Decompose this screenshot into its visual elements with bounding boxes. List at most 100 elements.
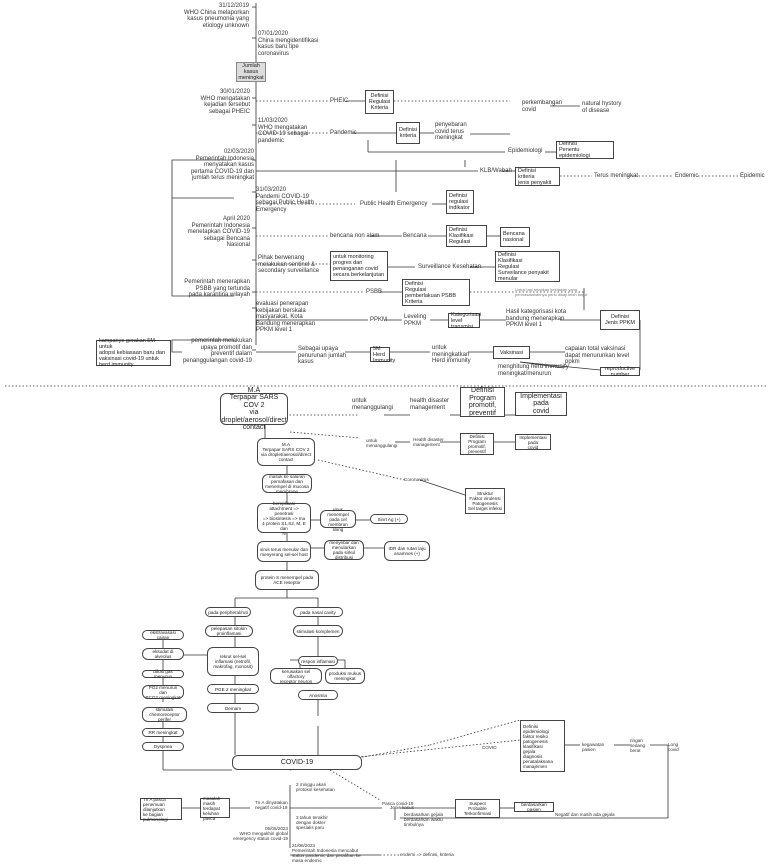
masalah-box: masalah masih terdapat keluhan pasca bbox=[200, 796, 230, 821]
event-psbb: Pemerintah menerapkan PSBB yang tertunda… bbox=[184, 279, 250, 298]
virus-menempel-box: virus menempel pada cel membran lining bbox=[320, 507, 356, 532]
event-dokter: 3 tahun terakhir dengan dokter spesialis… bbox=[296, 815, 328, 830]
label-meningkatkan: untuk meningkatkan Herd immunity bbox=[432, 345, 471, 364]
label-epidemiologi: Epidemiologi bbox=[508, 148, 543, 154]
label-coronavirus: Coronavirus bbox=[404, 477, 429, 482]
def-jenis-ppkm-box: Definisi Jenis PPKM bbox=[600, 310, 640, 330]
label-negatif: Negatif dan masih ada gejala bbox=[555, 812, 615, 817]
label-upaya: Sebagai upaya penurunan jumlah kasus bbox=[298, 346, 347, 365]
label-long-covid: Long covid bbox=[668, 742, 679, 752]
fivem-box: 5M Herd Immunity bbox=[370, 346, 395, 364]
pco2-box: PO2 menurun dan PCO2 meningkat bbox=[142, 685, 184, 700]
label-natural-history: natural hystory of disease bbox=[582, 101, 622, 114]
def-regulasi-kriteria-box: Definisi Regulasi Kriteria bbox=[365, 90, 394, 114]
pge2-box: PGE 2 meningkat bbox=[207, 684, 259, 694]
difusi-box: difusi gas menurun bbox=[142, 669, 184, 679]
stimulasi-kemo-box: stimulasi chemoreceptor perifer bbox=[142, 707, 187, 722]
event-surveillance: Pihak berwenang melakukan sentinel & sec… bbox=[258, 255, 320, 274]
def-klasifikasi-surv-box: Definisi Klasifikasi Regulasi Surveilanc… bbox=[495, 251, 560, 282]
def-epid-box: Definisi epidemiologi faktor resiko pato… bbox=[520, 720, 565, 772]
event-2019-12-31: 31/12/2019 WHO China melaporkan kasus pn… bbox=[183, 3, 249, 29]
label-surveillance: Surveillance Kesehatan bbox=[418, 264, 482, 270]
endemi-note: endemi => definisi, kriteria bbox=[400, 852, 454, 857]
label-hasil-kategorisasi: Hasil kategorisasi kota bandung menerapk… bbox=[506, 309, 567, 328]
event-2020-01-07: 07/01/2020 China mengidentifikasi kasus … bbox=[258, 31, 319, 57]
event-ppkm: evaluasi penerapan kebijakan berskala ma… bbox=[256, 301, 316, 333]
def-program-box-2: Definisi Program promotif, preventif bbox=[460, 433, 494, 455]
label-penyebaran: penyebaran covid terus meningkat bbox=[435, 122, 467, 141]
label-pasca-covid: Pasca covid-19 bbox=[382, 801, 414, 806]
event-promotif: pemerintah melakukan upaya promotif dan … bbox=[182, 338, 252, 364]
stimulasi-box: stimulasi komplemen bbox=[293, 625, 343, 637]
label-klb: KLB/Wabah bbox=[480, 168, 512, 174]
demam-box: Demam bbox=[207, 703, 259, 713]
label-health-disaster: health disaster management bbox=[410, 398, 450, 411]
event-2023-06-21: 21/06/2023 Pemerintah Indonesia mencabut… bbox=[292, 843, 361, 863]
ekstravasasi-box: ekstravasasi cairan bbox=[142, 630, 184, 640]
label-capaian: capaian total vaksinasi dapat menurunkan… bbox=[565, 346, 630, 365]
label-phe: Public Health Emergency bbox=[360, 201, 428, 207]
label-tn-a-dinyatakan: Tn A dinyatakan negatif covid-19 bbox=[255, 800, 288, 810]
label-kegawatan: kegawatan pasien bbox=[582, 742, 605, 752]
bereplikasi-box: bereplikasi attachment => penetrasi => b… bbox=[257, 501, 311, 536]
mia-box-1: M.A Terpapar SARS COV 2 via droplet/aero… bbox=[220, 386, 288, 431]
def-klasifikasi-box: Definisi Klasifikasi Regulasi bbox=[446, 225, 487, 247]
label-untuk-menanggulangi-2: untuk menanggulangi bbox=[366, 438, 398, 448]
label-berdasarkan-gejala: berdasarkan gejala berdasarkan waktu tim… bbox=[404, 812, 444, 827]
label-terus-meningkat: Terus meningkat bbox=[594, 173, 639, 179]
label-bencana: Bencana bbox=[403, 233, 427, 239]
label-jenis-kasus: Jenis kasus bbox=[390, 805, 415, 810]
label-perkembangan: perkembangan covid bbox=[522, 100, 563, 113]
anosmia-box: Anosmia bbox=[298, 690, 338, 700]
label-leveling: Leveling PPKM bbox=[404, 314, 427, 327]
struktur-box: Struktur Faktor virulensi Patogenesis Se… bbox=[465, 488, 505, 514]
label-psbb: PSBB bbox=[366, 289, 383, 295]
protein-s-box: protein S menempel pada ACE reseptor bbox=[255, 570, 319, 590]
label-bencana-non-alam: bencana non alam bbox=[330, 233, 380, 239]
case-increase-box: Jumlah kasus meningkat bbox=[236, 62, 266, 82]
berdasarkan-pasien-box: berdasarkan pasien bbox=[514, 802, 554, 812]
kategorisasi-box: Kategorisasi level transmisi bbox=[448, 312, 481, 330]
masuk-box: masuk ke saluran pernafasan dan menempel… bbox=[262, 474, 312, 494]
event-2020-03-11: 11/03/2020 WHO mengatakan COVID-19 sebag… bbox=[258, 118, 309, 144]
kerusakan-box: kerusakan sel olfactory receptor neuron bbox=[270, 668, 322, 684]
label-ppkm: PPKM bbox=[370, 317, 388, 323]
event-2020-01-30: 30/01/2020 WHO mengatakan kejadian terse… bbox=[200, 89, 250, 115]
label-covid: COVID bbox=[482, 745, 497, 750]
vaksinasi-box: Vaksinasi bbox=[493, 346, 530, 359]
campaign-5m-box: kampanye gerakan 5M untuk adopsi kebiasa… bbox=[96, 338, 171, 368]
reproductive-box: reproductive number bbox=[600, 366, 640, 378]
rekrut-box: rekrut sel-sel inflamasi (netrofil, makr… bbox=[207, 647, 259, 676]
def-kriteria-box: Definisi kriteria bbox=[396, 122, 420, 144]
paru-peripheral-box: pada peripheral/ruti bbox=[205, 607, 251, 617]
idr-box: IDR dan rutan laju anamnes (+) bbox=[384, 541, 430, 561]
label-menghitung: menghitung herd immunity meningkat/menur… bbox=[498, 364, 569, 377]
implementasi-box-2: Implementasi pada covid bbox=[515, 434, 551, 450]
covid19-box: COVID-19 bbox=[232, 755, 362, 770]
monitoring-box: untuk monitoring progres dan penanganan … bbox=[330, 251, 388, 281]
label-untuk-menanggulangi: untuk menanggulangi bbox=[352, 398, 394, 411]
def-regulasi-psbb-box: Definisi Regulasi pemberlakuan PSBB Krit… bbox=[402, 279, 470, 306]
timeline-ticks bbox=[252, 6, 256, 351]
def-program-box: Definisi Program promotif, preventif bbox=[460, 387, 505, 417]
psbb-note: Untuk lagi tetapkan kebijakan yang perma… bbox=[515, 287, 588, 297]
menyebar-box: menyebar dan menularkan pada sirkul dist… bbox=[324, 540, 364, 560]
dyspnea-box: Dyspnea bbox=[142, 742, 184, 751]
event-2020-03-31: 31/03/2020 Pandemi COVID-19 sebagai Publ… bbox=[256, 187, 315, 213]
respon-box: respon inflamasi bbox=[298, 656, 338, 666]
event-protokol: 2 minggu akan protokol kesehatan bbox=[296, 782, 335, 792]
bencana-nasional-box: Bencana nasional bbox=[500, 227, 530, 247]
implementasi-box: Implementasi pada covid bbox=[515, 392, 567, 416]
rr-box: RR meningkat bbox=[142, 728, 184, 737]
produksi-box: produksi mukus meningkat bbox=[325, 668, 365, 684]
mia-box-2: M.A Terpapar SARS COV 2 via droplet/aero… bbox=[257, 438, 315, 466]
pelepasan-box: pelepasan sitokin proinflamasi bbox=[205, 625, 253, 637]
virus-terus-box: virus terus menular dan menyerang sel-se… bbox=[257, 541, 311, 562]
label-endemic: Endemic bbox=[675, 173, 699, 179]
eksudat-box: eksudat di alveolus bbox=[142, 648, 184, 660]
sinrt-box: Sinrt Ag (+) bbox=[370, 514, 408, 524]
event-2020-03-02: 02/03/2020 Pemerintah Indonesia menyatak… bbox=[190, 149, 254, 181]
def-penentu-box: Definisi Penentu epidemiologi bbox=[556, 141, 614, 159]
label-ringan: ringan sedang berat bbox=[630, 738, 646, 753]
